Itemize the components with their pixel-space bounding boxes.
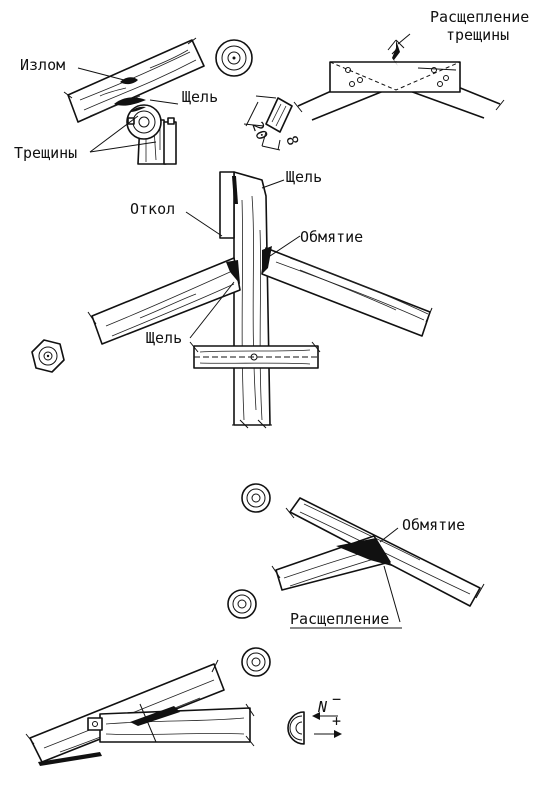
left-strut — [87, 257, 241, 345]
log-section-2 — [31, 339, 65, 373]
label-obmyatie-low: Обмятие — [402, 516, 465, 534]
section-dimension: 20 8 — [243, 95, 302, 151]
log-section-3 — [241, 483, 271, 513]
upper-beam — [285, 497, 485, 607]
label-shchel-top: Щель — [182, 88, 218, 106]
figure-5-scarf-joint — [25, 659, 255, 766]
split-crack — [392, 40, 400, 66]
fracture-mark — [120, 77, 138, 85]
figure-3-post-struts: Щель Откол Обмятие Щель — [87, 168, 433, 429]
figure-4-crossing: Обмятие Расщепление — [271, 497, 485, 629]
legend-force: N − + — [287, 690, 342, 745]
figure-1-beam-fracture: Излом Щель Трещины — [14, 37, 218, 165]
horizontal-tie — [189, 341, 321, 369]
legend-minus: − — [332, 690, 341, 708]
label-izlom: Излом — [20, 56, 65, 74]
legend-plus: + — [332, 712, 341, 730]
tie-beam — [99, 703, 255, 747]
legend-n: N — [317, 698, 328, 716]
leader-treshchiny-1 — [89, 115, 139, 153]
log-section-5 — [241, 647, 271, 677]
obmyatie-mark — [262, 246, 272, 274]
support-post — [126, 104, 177, 165]
label-otkol: Откол — [130, 200, 175, 218]
label-rasshcheplenie-top: Расщепление — [430, 8, 529, 26]
leader-treshchiny-2 — [89, 141, 157, 153]
leader-shchel — [149, 99, 179, 105]
crack-mark-low — [130, 706, 180, 726]
log-section-1 — [215, 39, 253, 77]
label-shchel-mid-bottom: Щель — [146, 329, 182, 347]
crack-mark — [114, 97, 146, 106]
label-obmyatie-mid: Обмятие — [300, 228, 363, 246]
leader-izlom — [77, 67, 125, 81]
dim-20: 20 — [248, 119, 271, 142]
vertical-post — [219, 171, 272, 429]
dim-8: 8 — [282, 133, 302, 148]
log-section-4 — [227, 589, 257, 619]
label-shchel-mid-top: Щель — [286, 168, 322, 186]
obmyatie-mark-low — [336, 538, 392, 566]
figure-2-split-joint: Расщепление трещины 20 8 — [243, 8, 529, 151]
right-strut — [261, 246, 433, 337]
label-rasshcheplenie-low: Расщепление — [290, 610, 389, 628]
label-treshchiny-top: трещины — [446, 26, 509, 44]
label-treshchiny: Трещины — [14, 144, 77, 162]
